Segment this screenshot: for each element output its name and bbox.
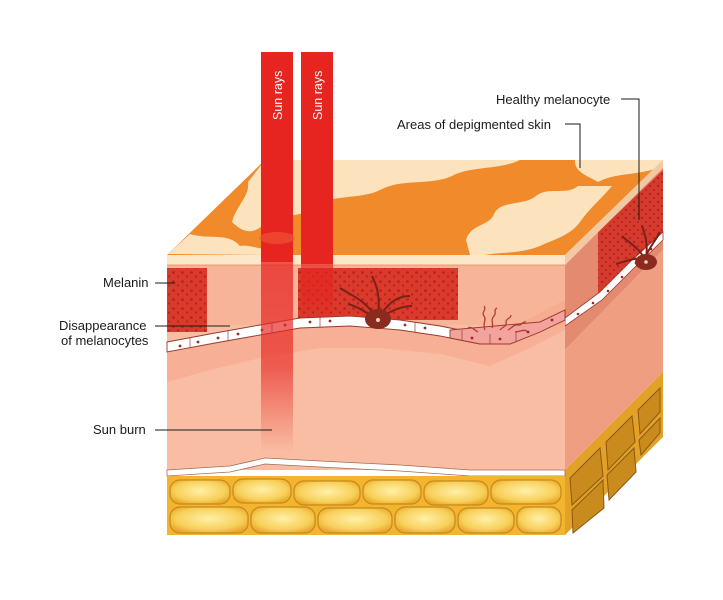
sun-rays-label-1: Sun rays	[271, 71, 285, 120]
label-melanin: Melanin	[103, 275, 175, 290]
sun-ray-2: Sun rays	[301, 52, 333, 320]
healthy-melanocyte-label: Healthy melanocyte	[496, 92, 610, 107]
fat-cells	[169, 478, 562, 534]
disappearance-label-line2: of melanocytes	[61, 333, 149, 348]
front-face	[166, 265, 566, 535]
sun-burn-label: Sun burn	[93, 422, 146, 437]
label-depigmented-skin: Areas of depigmented skin	[397, 117, 581, 168]
label-healthy-melanocyte: Healthy melanocyte	[496, 92, 640, 220]
melanin-label: Melanin	[103, 275, 149, 290]
healthy-melanocyte-cell	[615, 225, 661, 270]
sun-rays-label-2: Sun rays	[311, 71, 325, 120]
depigmented-skin-label: Areas of depigmented skin	[397, 117, 551, 132]
side-face	[564, 165, 664, 535]
fat-cells-side	[569, 386, 661, 535]
label-disappearance: Disappearance of melanocytes	[59, 318, 230, 348]
sun-ray-1: Sun rays	[259, 52, 295, 452]
disappearance-label-line1: Disappearance	[59, 318, 146, 333]
degenerating-melanocyte	[467, 305, 528, 333]
label-sun-burn: Sun burn	[93, 422, 272, 437]
melanocyte-cell	[339, 275, 413, 329]
